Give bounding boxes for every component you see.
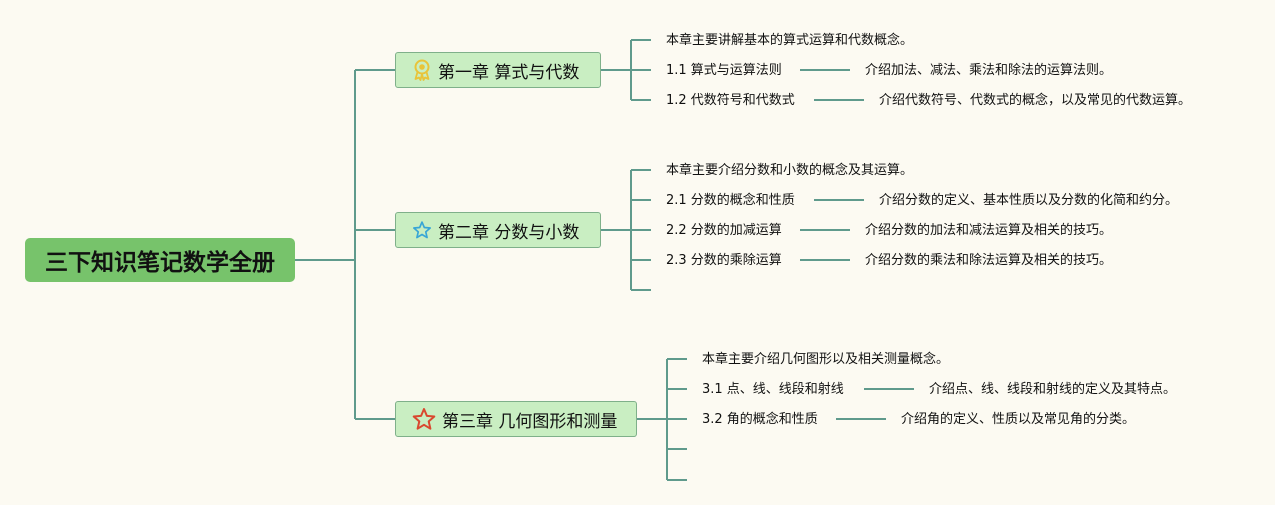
chapter-node-3[interactable]: 第三章 几何图形和测量 xyxy=(395,401,637,437)
chapter-node-2[interactable]: 第二章 分数与小数 xyxy=(395,212,601,248)
section-desc: 介绍代数符号、代数式的概念，以及常见的代数运算。 xyxy=(879,93,1192,108)
section-desc: 介绍分数的定义、基本性质以及分数的化简和约分。 xyxy=(879,193,1179,208)
section-desc: 介绍角的定义、性质以及常见角的分类。 xyxy=(901,412,1136,427)
section-desc: 介绍点、线、线段和射线的定义及其特点。 xyxy=(929,382,1177,397)
section-title[interactable]: 1.2 代数符号和代数式 xyxy=(666,93,795,108)
root-node[interactable]: 三下知识笔记数学全册 xyxy=(25,238,295,282)
chapter-summary: 本章主要介绍几何图形以及相关测量概念。 xyxy=(702,352,950,367)
section-title[interactable]: 2.2 分数的加减运算 xyxy=(666,223,782,238)
chapter-summary: 本章主要介绍分数和小数的概念及其运算。 xyxy=(666,163,914,178)
chapter-summary: 本章主要讲解基本的算式运算和代数概念。 xyxy=(666,33,914,48)
section-title[interactable]: 1.1 算式与运算法则 xyxy=(666,63,782,78)
chapter-title: 第二章 分数与小数 xyxy=(438,222,580,243)
section-desc: 介绍分数的加法和减法运算及相关的技巧。 xyxy=(865,223,1113,238)
award-medal-icon xyxy=(414,59,430,81)
section-title[interactable]: 2.3 分数的乘除运算 xyxy=(666,253,782,268)
section-title[interactable]: 2.1 分数的概念和性质 xyxy=(666,193,795,208)
chapter-title: 第三章 几何图形和测量 xyxy=(442,411,618,432)
section-title[interactable]: 3.1 点、线、线段和射线 xyxy=(702,382,844,397)
chapter-title: 第一章 算式与代数 xyxy=(438,62,580,83)
root-title: 三下知识笔记数学全册 xyxy=(45,250,275,276)
section-title[interactable]: 3.2 角的概念和性质 xyxy=(702,412,818,427)
star-outline-icon xyxy=(412,408,436,430)
section-desc: 介绍分数的乘法和除法运算及相关的技巧。 xyxy=(865,253,1113,268)
section-desc: 介绍加法、减法、乘法和除法的运算法则。 xyxy=(865,63,1113,78)
chapter-node-1[interactable]: 第一章 算式与代数 xyxy=(395,52,601,88)
star-outline-icon xyxy=(413,221,431,239)
